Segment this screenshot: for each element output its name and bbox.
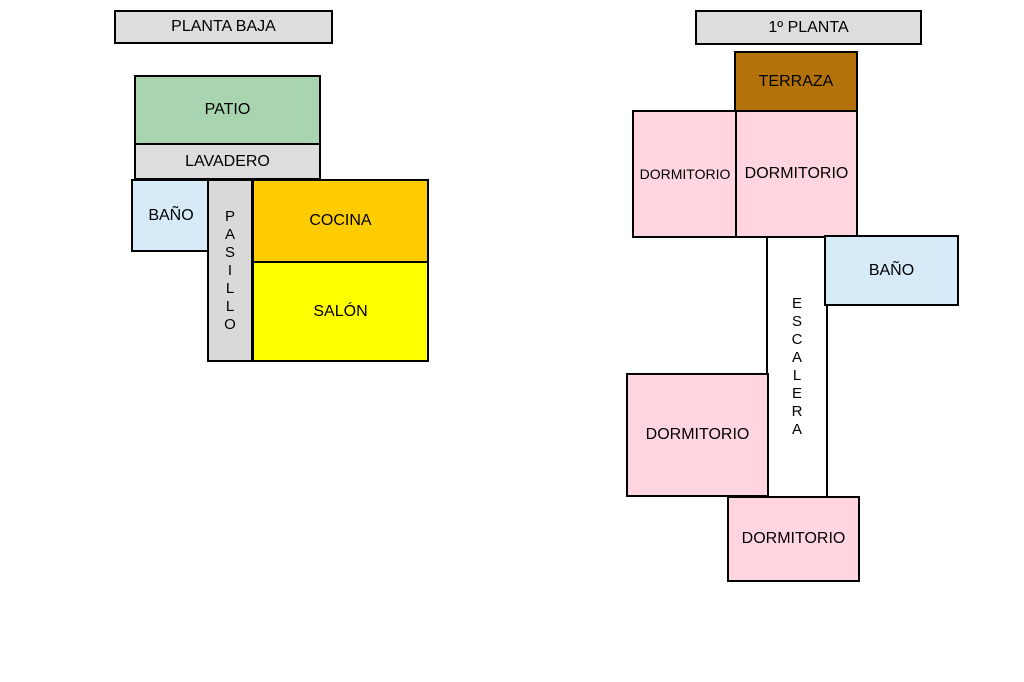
room-dormitorio-4: DORMITORIO — [727, 496, 860, 582]
vertical-letter: P — [224, 207, 235, 225]
vertical-letter: S — [224, 243, 235, 261]
room-dormitorio-1: DORMITORIO — [632, 110, 738, 238]
room-salon: SALÓN — [252, 261, 429, 362]
vertical-letter: A — [791, 421, 802, 438]
room-cocina: COCINA — [252, 179, 429, 263]
vertical-letter: E — [791, 385, 802, 402]
room-dormitorio-2: DORMITORIO — [735, 110, 858, 238]
vertical-letter: L — [792, 367, 802, 384]
room-lavadero: LAVADERO — [134, 143, 321, 180]
room-terraza: TERRAZA — [734, 51, 858, 112]
vertical-letter: S — [791, 313, 802, 330]
room-dormitorio-3: DORMITORIO — [626, 373, 769, 497]
planta-baja-title: PLANTA BAJA — [114, 10, 333, 44]
vertical-letter: L — [225, 297, 235, 315]
room-patio: PATIO — [134, 75, 321, 145]
vertical-letter: C — [791, 331, 803, 348]
vertical-letter: R — [791, 403, 803, 420]
vertical-letter: I — [227, 261, 233, 279]
vertical-letter: E — [791, 295, 802, 312]
vertical-letter: A — [791, 349, 802, 366]
room-bano-baja: BAÑO — [131, 179, 211, 252]
vertical-letter: A — [224, 225, 235, 243]
room-bano-primera: BAÑO — [824, 235, 959, 306]
vertical-letter: O — [224, 315, 236, 333]
primera-planta-title: 1º PLANTA — [695, 10, 922, 45]
vertical-letter: L — [225, 279, 235, 297]
